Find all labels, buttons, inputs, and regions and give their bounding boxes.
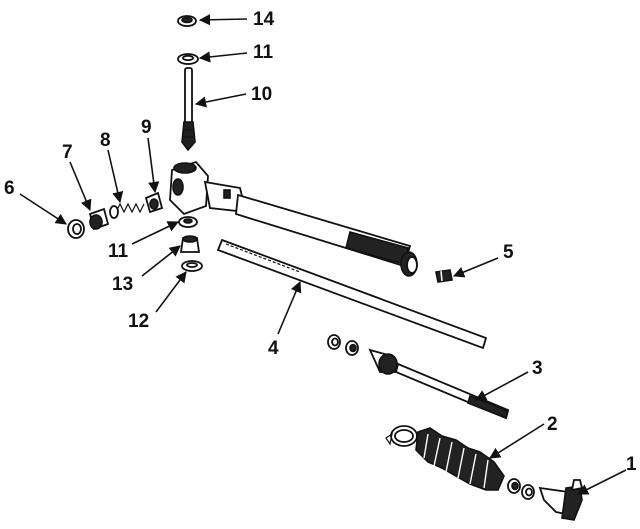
part-13-bushing <box>179 235 201 253</box>
callout-10: 10 <box>251 84 272 105</box>
part-8-spring <box>109 202 145 219</box>
leader-lines <box>19 14 627 495</box>
callout-12: 14 <box>253 9 275 30</box>
callout-6: 6 <box>4 178 15 199</box>
part-12-seal <box>177 15 197 27</box>
callout-1: 1 <box>626 454 637 475</box>
callout-4: 4 <box>268 338 279 359</box>
part-9-adjuster <box>144 191 164 214</box>
callout-14: 12 <box>128 311 149 332</box>
part-2-boot <box>415 427 505 491</box>
callout-9: 9 <box>141 117 152 138</box>
callout-8: 8 <box>100 130 111 151</box>
callout-7: 7 <box>62 142 73 163</box>
part-5-clip <box>435 269 453 283</box>
part-6-locknut <box>67 219 85 239</box>
part-10-pinion-shaft <box>181 67 196 152</box>
inner-tie-rod-washers <box>327 334 359 356</box>
rack-housing <box>169 160 418 277</box>
part-7-plug <box>88 207 110 231</box>
callout-5: 5 <box>503 242 514 263</box>
outer-tie-rod-nuts <box>507 478 535 500</box>
callout-labels: 14 11 10 9 8 7 6 11 13 12 5 4 3 2 1 <box>4 9 637 475</box>
part-1-tie-rod-end <box>538 479 584 521</box>
callout-3: 3 <box>532 358 543 379</box>
part-4-rack <box>216 238 488 350</box>
part-3-inner-tie-rod <box>368 348 510 420</box>
boot-clamp <box>385 425 418 447</box>
part-11-lower-washer <box>178 216 198 228</box>
callout-2: 2 <box>547 414 558 435</box>
callout-11-lower: 11 <box>108 241 129 262</box>
callout-13: 13 <box>112 274 133 295</box>
part-11-upper-washer <box>177 53 199 65</box>
part-14-seal <box>181 260 203 272</box>
callout-11-upper: 11 <box>253 42 274 63</box>
